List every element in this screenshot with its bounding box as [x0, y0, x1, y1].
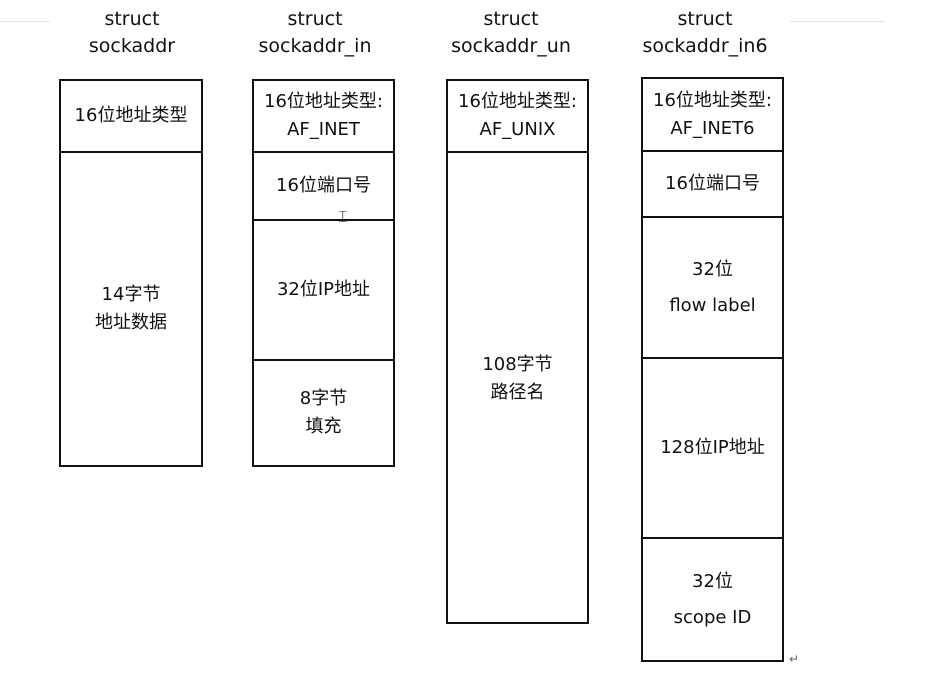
ruler-guide-left: [0, 21, 50, 22]
title-name: sockaddr: [88, 35, 176, 57]
field-label: 16位端口号: [276, 175, 371, 196]
struct-sockaddr-un-title: struct sockaddr_un: [436, 6, 586, 60]
field-scope-id: 32位 scope ID: [643, 539, 782, 660]
field-port: 16位端口号: [643, 152, 782, 218]
struct-sockaddr-title: struct sockaddr: [57, 6, 207, 60]
struct-sockaddr-in-layout: 16位地址类型: AF_INET 16位端口号 32位IP地址 8字节 填充: [252, 79, 395, 467]
title-name: sockaddr_un: [451, 35, 571, 57]
field-ip-address: 128位IP地址: [643, 359, 782, 539]
field-label: 128位IP地址: [660, 437, 765, 458]
title-keyword: struct: [287, 8, 343, 30]
struct-sockaddr-in-title: struct sockaddr_in: [240, 6, 390, 60]
title-keyword: struct: [483, 8, 539, 30]
title-name: sockaddr_in6: [642, 35, 768, 57]
field-label: 16位地址类型:: [264, 91, 383, 112]
field-path-name: 108字节 路径名: [448, 153, 587, 407]
field-label: 16位端口号: [665, 173, 760, 194]
field-label: 16位地址类型: [74, 105, 188, 126]
field-sublabel: flow label: [669, 294, 756, 316]
title-keyword: struct: [677, 8, 733, 30]
field-sublabel: 填充: [305, 416, 342, 437]
field-label: 32位: [692, 570, 733, 592]
field-address-family: 16位地址类型: AF_INET6: [643, 79, 782, 152]
field-ip-address: 32位IP地址: [254, 221, 393, 361]
field-sublabel: AF_INET: [287, 119, 360, 140]
field-flow-label: 32位 flow label: [643, 218, 782, 359]
field-label: 8字节: [299, 388, 348, 409]
field-address-data: 14字节 地址数据: [61, 153, 201, 465]
field-sublabel: 路径名: [490, 382, 545, 403]
field-label: 108字节: [482, 354, 553, 375]
struct-sockaddr-un-layout: 16位地址类型: AF_UNIX 108字节 路径名: [446, 79, 589, 624]
field-label: 16位地址类型:: [653, 89, 772, 111]
title-name: sockaddr_in: [258, 35, 372, 57]
field-sublabel: AF_UNIX: [479, 119, 556, 140]
field-sublabel: scope ID: [673, 606, 752, 628]
field-port: 16位端口号: [254, 153, 393, 221]
struct-sockaddr-layout: 16位地址类型 14字节 地址数据: [59, 79, 203, 467]
field-label: 14字节: [101, 284, 161, 305]
struct-sockaddr-in6-title: struct sockaddr_in6: [630, 6, 780, 60]
field-address-family: 16位地址类型: AF_INET: [254, 81, 393, 153]
field-address-family: 16位地址类型: AF_UNIX: [448, 81, 587, 153]
field-label: 32位IP地址: [276, 279, 371, 300]
struct-sockaddr-in6-layout: 16位地址类型: AF_INET6 16位端口号 32位 flow label …: [641, 77, 784, 662]
field-sublabel: 地址数据: [95, 312, 167, 333]
paragraph-mark-icon: ↵: [789, 652, 800, 666]
field-label: 32位: [692, 258, 733, 280]
title-keyword: struct: [104, 8, 160, 30]
field-padding: 8字节 填充: [254, 361, 393, 465]
field-address-family: 16位地址类型: [61, 81, 201, 153]
field-sublabel: AF_INET6: [670, 117, 755, 139]
ruler-guide-right: [790, 21, 885, 22]
text-cursor-icon: ⌶: [338, 207, 348, 226]
field-label: 16位地址类型:: [458, 91, 577, 112]
